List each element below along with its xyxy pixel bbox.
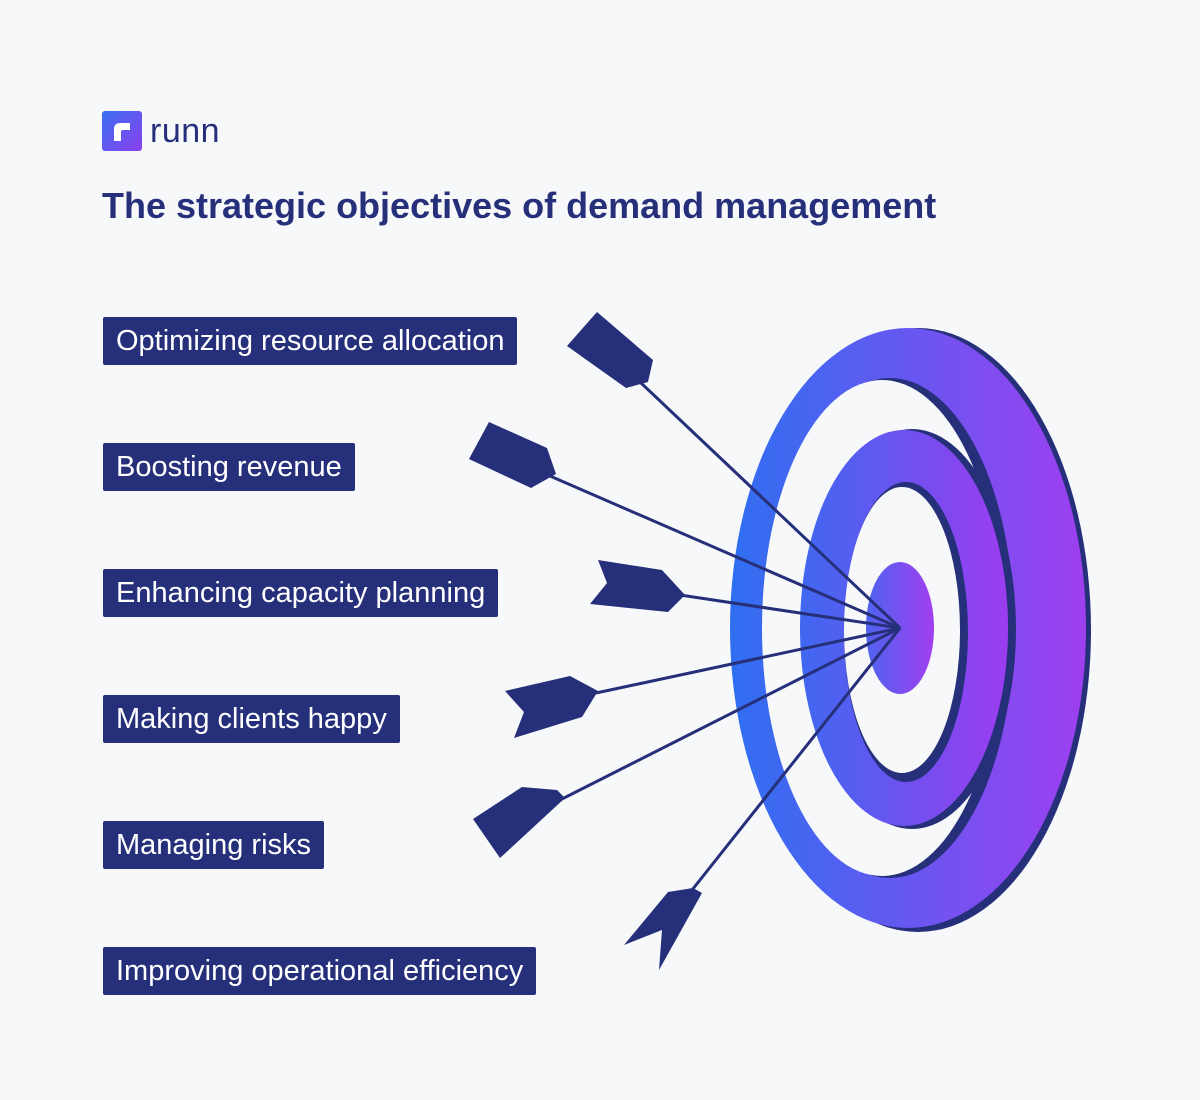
page-title: The strategic objectives of demand manag… (102, 185, 937, 226)
brand: runn (102, 110, 220, 152)
arrow-icon (469, 422, 901, 630)
arrows (469, 312, 902, 970)
arrow-icon (590, 560, 901, 630)
arrow-icon (473, 626, 901, 858)
objective-label: Managing risks (103, 821, 325, 869)
brand-name: runn (150, 112, 221, 150)
arrow-icon (567, 312, 902, 630)
objective-label: Optimizing resource allocation (103, 317, 518, 365)
objective-label: Improving operational efficiency (103, 947, 537, 995)
objective-label: Enhancing capacity planning (103, 569, 499, 617)
objective-label: Making clients happy (103, 695, 400, 743)
objective-label: Boosting revenue (103, 443, 355, 491)
arrow-icon (505, 626, 901, 738)
runn-logo-icon (102, 111, 142, 151)
target-icon (730, 328, 1091, 932)
arrow-icon (624, 627, 902, 970)
